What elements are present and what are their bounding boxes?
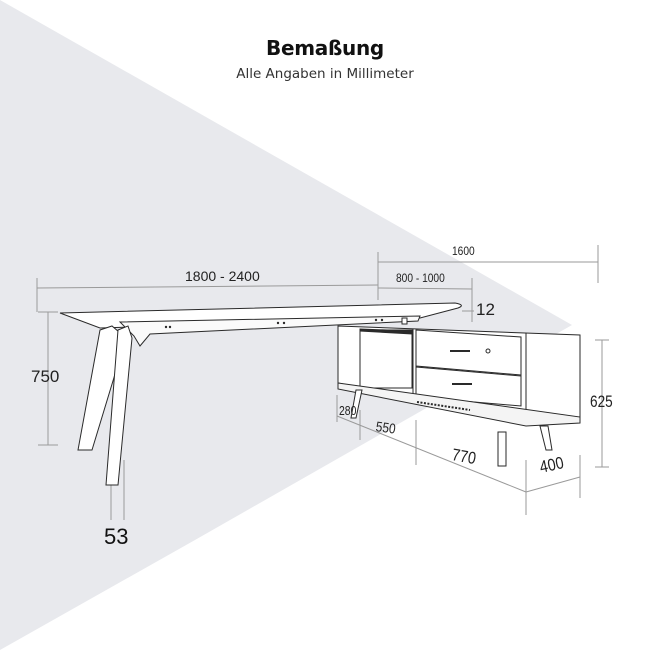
desk (59, 302, 462, 486)
dim-leg-width: 53 (104, 524, 129, 549)
page-subtitle: Alle Angaben in Millimeter (236, 66, 414, 82)
sideboard (337, 325, 581, 467)
dim-sideboard-width: 1600 (452, 244, 475, 258)
dim-section-280: 280 (339, 403, 357, 418)
dim-return-width: 800 - 1000 (396, 271, 445, 285)
dim-desk-width: 1800 - 2400 (185, 268, 260, 284)
dim-desk-height: 750 (31, 367, 60, 386)
dim-section-770: 770 (450, 445, 478, 469)
dim-section-550: 550 (374, 418, 397, 437)
dim-sideboard-height: 625 (590, 392, 613, 411)
page-title: Bemaßung (266, 36, 384, 60)
dim-top-thickness: 12 (476, 300, 495, 319)
dimension-lines (36, 245, 609, 520)
